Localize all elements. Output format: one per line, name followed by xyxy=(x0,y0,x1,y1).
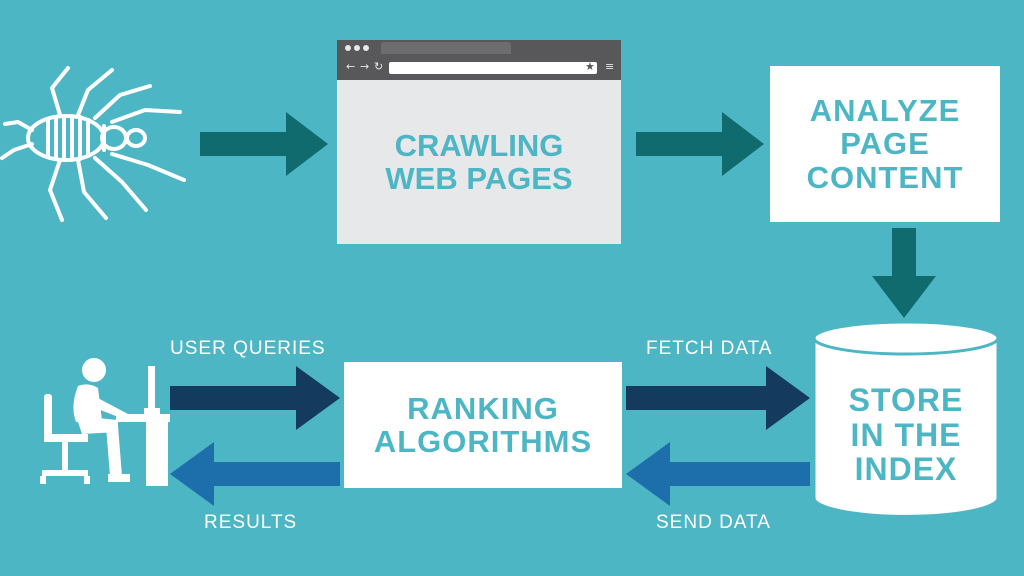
window-dot xyxy=(363,45,369,51)
menu-icon: ≡ xyxy=(605,60,615,73)
browser-window-icon: ← → ↻ ★ ≡ CRAWLING WEB PAGES xyxy=(337,40,621,244)
url-field xyxy=(389,62,597,74)
node-analyze-page-content: ANALYZE PAGE CONTENT xyxy=(770,66,1000,222)
arrow-send-data xyxy=(626,442,810,506)
node-ranking-algorithms: RANKING ALGORITHMS xyxy=(344,362,622,488)
user-at-computer-icon xyxy=(40,358,170,486)
arrow-to-store xyxy=(872,228,936,318)
star-icon: ★ xyxy=(585,60,595,73)
database-cylinder-icon xyxy=(812,320,1000,518)
label-user-queries: USER QUERIES xyxy=(170,338,326,359)
arrow-user-queries xyxy=(170,366,340,430)
node-crawling-web-pages: CRAWLING WEB PAGES xyxy=(385,127,573,196)
reload-icon: ↻ xyxy=(374,60,384,73)
browser-toolbar: ← → ↻ ★ ≡ xyxy=(337,40,621,80)
window-dot xyxy=(354,45,360,51)
spider-icon xyxy=(0,66,186,222)
arrow-fetch-data xyxy=(626,366,810,430)
node-store-in-the-index: STORE IN THE INDEX xyxy=(848,382,964,488)
arrow-results xyxy=(170,442,340,506)
back-icon: ← xyxy=(346,60,356,73)
label-fetch-data: FETCH DATA xyxy=(646,338,773,359)
label-results: RESULTS xyxy=(204,512,298,533)
window-dot xyxy=(345,45,351,51)
arrow-to-crawl xyxy=(200,112,328,176)
browser-tab xyxy=(381,42,511,54)
forward-icon: → xyxy=(360,60,370,73)
arrow-to-analyze xyxy=(636,112,764,176)
label-send-data: SEND DATA xyxy=(656,512,771,533)
